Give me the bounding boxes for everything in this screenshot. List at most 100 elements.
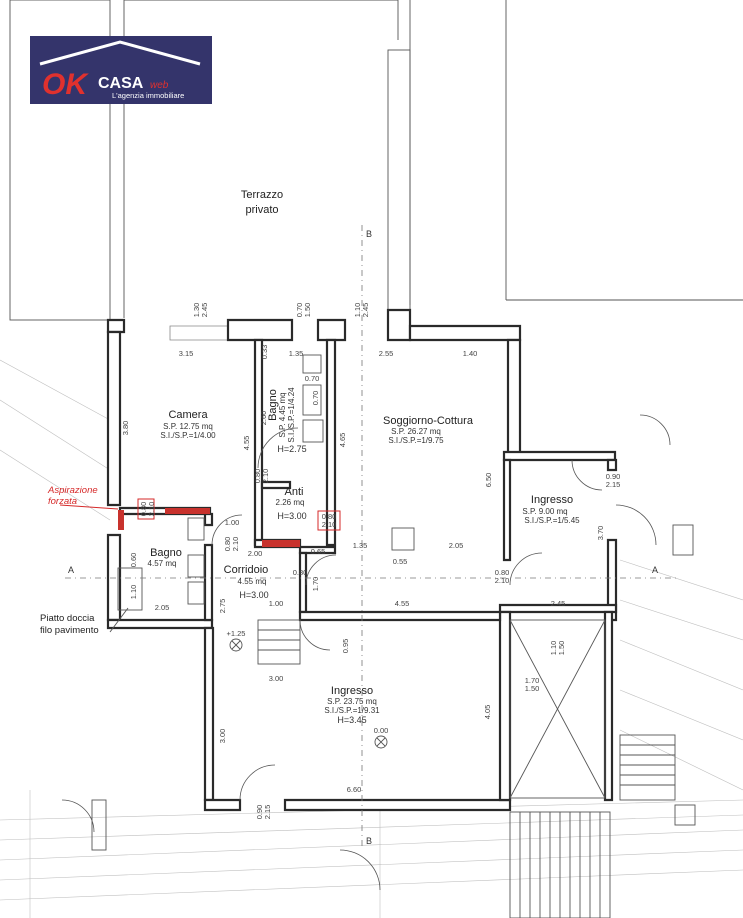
- dim-315: 3.15: [179, 349, 194, 358]
- bagno-left-name: Bagno: [150, 547, 182, 559]
- svg-text:1.50: 1.50: [557, 641, 566, 656]
- svg-text:2.10: 2.10: [495, 576, 510, 585]
- camera-name: Camera: [168, 409, 208, 421]
- svg-text:4.65: 4.65: [338, 433, 347, 448]
- logo: OK CASA web L'agenzia immobiliare: [30, 36, 212, 104]
- svg-text:3.80: 3.80: [121, 421, 130, 436]
- section-b-bottom: B: [366, 836, 372, 846]
- svg-text:0.80: 0.80: [253, 469, 262, 484]
- svg-text:0.80: 0.80: [223, 537, 232, 552]
- dim-650: 6.50: [484, 473, 493, 488]
- dim-100b: 1.00: [269, 599, 284, 608]
- dim-060: 0.60: [129, 553, 138, 568]
- spot-label-1: +1.25: [227, 629, 246, 638]
- aspirazione-leader: [59, 504, 119, 510]
- logo-ok: OK: [42, 68, 89, 101]
- bagno-top-si: S.I./S.P.=1/4.24: [287, 387, 296, 443]
- svg-text:0.90: 0.90: [606, 472, 621, 481]
- svg-text:1.30: 1.30: [192, 303, 201, 318]
- dim-465: 4.65: [338, 433, 347, 448]
- door-dim-corridoio: 0.80: [293, 568, 308, 577]
- dim-window-3: 1.10 2.45: [353, 303, 370, 318]
- terrazzo-name1: Terrazzo: [241, 189, 283, 201]
- logo-casa: CASA: [98, 75, 144, 92]
- svg-text:2.10: 2.10: [147, 502, 156, 517]
- dim-205a: 2.05: [449, 541, 464, 550]
- svg-text:4.05: 4.05: [483, 705, 492, 720]
- red-walls: [118, 508, 300, 547]
- svg-text:2.75: 2.75: [218, 599, 227, 614]
- dim-100a: 1.00: [225, 518, 240, 527]
- spot-label-2: 0.00: [374, 726, 389, 735]
- anti-name: Anti: [285, 486, 304, 498]
- svg-text:0.60: 0.60: [129, 553, 138, 568]
- svg-text:2.60: 2.60: [259, 411, 268, 426]
- dim-455: 4.55: [242, 436, 251, 451]
- svg-text:2.15: 2.15: [606, 480, 621, 489]
- door-dim-ingresso-right: 0.90 2.15: [606, 472, 621, 489]
- camera-si: S.I./S.P.=1/4.00: [160, 431, 216, 440]
- dim-void-2: 1.70 1.50: [525, 676, 540, 693]
- svg-text:0.80: 0.80: [495, 568, 510, 577]
- ingresso-right-si: S.I./S.P.=1/5.45: [524, 516, 580, 525]
- svg-text:0.95: 0.95: [341, 639, 350, 654]
- dim-095: 0.95: [341, 639, 350, 654]
- svg-text:1.50: 1.50: [303, 303, 312, 318]
- section-a-right: A: [652, 565, 658, 575]
- terrazzo-name2: privato: [245, 204, 278, 216]
- svg-text:2.45: 2.45: [200, 303, 209, 318]
- spot-level-2: [374, 735, 388, 749]
- corridoio-name: Corridoio: [224, 564, 269, 576]
- piatto-leader: [109, 607, 129, 633]
- logo-tagline: L'agenzia immobiliare: [112, 91, 184, 100]
- svg-text:4.55: 4.55: [242, 436, 251, 451]
- ingresso-right-name: Ingresso: [531, 494, 573, 506]
- svg-text:1.10: 1.10: [549, 641, 558, 656]
- svg-text:2.15: 2.15: [263, 805, 272, 820]
- dim-void-1: 1.10 1.50: [549, 641, 566, 656]
- dim-065: 0.65: [311, 547, 326, 556]
- svg-text:2.10: 2.10: [261, 469, 270, 484]
- dim-170: 1.70: [311, 577, 320, 592]
- door-dim-main-entrance: 0.90 2.15: [255, 805, 272, 820]
- ingresso-right-sp: S.P. 9.00 mq: [522, 507, 567, 516]
- bagno-top-name: Bagno: [267, 389, 279, 421]
- outdoor-hatching: [0, 359, 743, 918]
- dim-135b: 1.35: [353, 541, 368, 550]
- dim-070a: 0.70: [305, 374, 320, 383]
- svg-text:0.90: 0.90: [255, 805, 264, 820]
- dim-275: 2.75: [218, 599, 227, 614]
- aspirazione-note-1: Aspirazione: [47, 485, 98, 496]
- dim-033: 0.33: [260, 345, 269, 360]
- svg-text:2.45: 2.45: [361, 303, 370, 318]
- house-roof-icon: [39, 40, 201, 66]
- dim-300b: 3.00: [218, 729, 227, 744]
- dim-370: 3.70: [596, 526, 605, 541]
- corridoio-h: H=3.00: [239, 590, 268, 600]
- svg-text:1.10: 1.10: [353, 303, 362, 318]
- dim-window-2: 0.70 1.50: [295, 303, 312, 318]
- dim-135: 1.35: [289, 349, 304, 358]
- dim-405: 4.05: [483, 705, 492, 720]
- svg-text:1.50: 1.50: [525, 684, 540, 693]
- svg-text:2.10: 2.10: [231, 537, 240, 552]
- dim-380: 3.80: [121, 421, 130, 436]
- ingresso-bottom-sp: S.P. 23.75 mq: [327, 697, 377, 706]
- callout-box-bagno: [137, 498, 155, 520]
- svg-text:1.10: 1.10: [129, 585, 138, 600]
- dim-260: 2.60: [259, 411, 268, 426]
- corridoio-sp: 4.55 mq: [238, 577, 267, 586]
- dim-205b: 2.05: [155, 603, 170, 612]
- svg-text:0.33: 0.33: [260, 345, 269, 360]
- dim-110b: 1.10: [129, 585, 138, 600]
- svg-text:0.70: 0.70: [295, 303, 304, 318]
- door-dim-soggiorno: 0.80 2.10: [495, 568, 510, 585]
- bagno-left-sp: 4.57 mq: [148, 559, 177, 568]
- logo-web: web: [150, 80, 169, 91]
- dim-055: 0.55: [393, 557, 408, 566]
- soggiorno-sp: S.P. 26.27 mq: [391, 427, 441, 436]
- bagno-top-h: H=2.75: [277, 444, 306, 454]
- anti-sp: 2.26 mq: [276, 498, 305, 507]
- dim-300a: 3.00: [269, 674, 284, 683]
